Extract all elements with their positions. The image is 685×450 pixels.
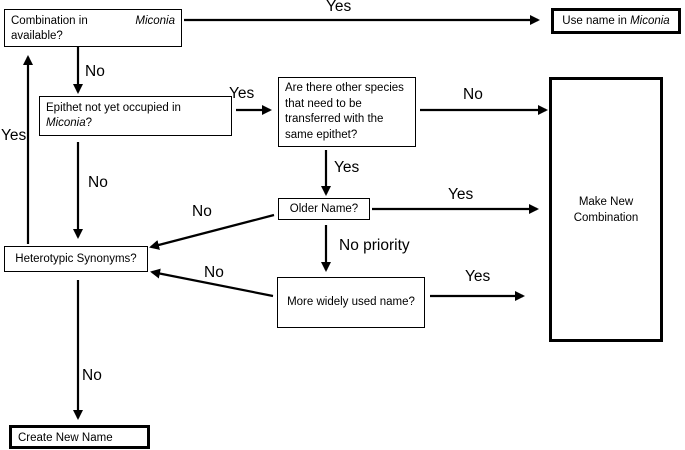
label-epithet-to-synonyms: No: [88, 174, 108, 191]
label-older-to-make: Yes: [448, 186, 474, 203]
label-older-to-widely-used: No priority: [339, 237, 410, 254]
arrow-widely-used-to-synonyms: [150, 268, 274, 298]
node-combination-available: Combination in Miconia available?: [4, 9, 182, 47]
node-make-new-combination: Make New Combination: [549, 77, 663, 342]
label-older-to-synonyms: No: [192, 203, 212, 220]
label-other-species-to-make: No: [463, 86, 483, 103]
label-other-species-to-older: Yes: [334, 159, 360, 176]
node-create-new-name: Create New Name: [9, 425, 150, 449]
node-more-widely-used: More widely used name?: [277, 277, 425, 328]
node-older-name: Older Name?: [278, 198, 370, 220]
label-epithet-to-other-species: Yes: [229, 85, 255, 102]
label-synonyms-to-combination: Yes: [1, 127, 27, 144]
label-synonyms-to-create: No: [82, 367, 102, 384]
node-epithet-unoccupied: Epithet not yet occupied in Miconia?: [39, 96, 232, 136]
label-widely-used-to-synonyms: No: [204, 264, 224, 281]
arrow-older-to-synonyms: [149, 213, 275, 250]
label-widely-used-to-make: Yes: [465, 268, 491, 285]
label-combination-to-epithet: No: [85, 63, 105, 80]
node-heterotypic-synonyms: Heterotypic Synonyms?: [4, 246, 148, 272]
node-use-name: Use name in Miconia: [551, 8, 681, 34]
label-combination-to-use-name: Yes: [326, 0, 352, 15]
node-other-species: Are there other species that need to be …: [278, 77, 416, 147]
